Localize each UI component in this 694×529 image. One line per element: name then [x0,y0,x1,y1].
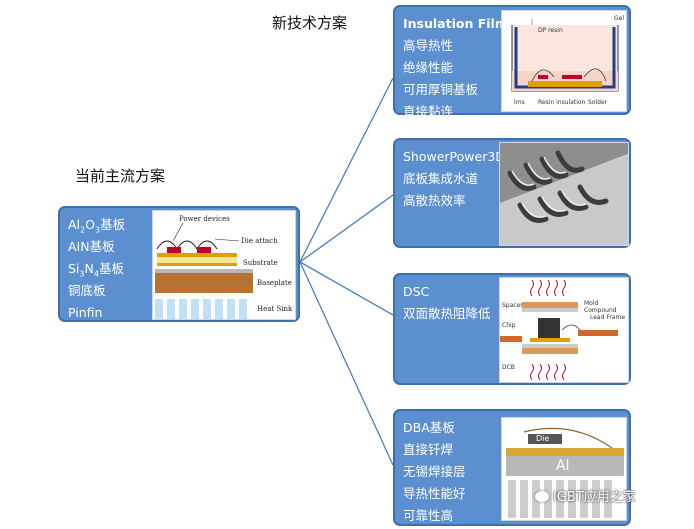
showerpower-line-1: 底板集成水道 [403,171,479,186]
label-lead-frame: Lead Frame [590,314,626,321]
dba-lines: DBA基板 直接钎焊 无锡焊接层 导热性能好 可靠性高 [403,417,466,527]
label-spacer: Spacer [502,302,523,309]
label-power-devices: Power devices [179,215,230,223]
insulation-line-2: 绝缘性能 [403,60,454,75]
new-tech-heading: 新技术方案 [272,14,348,32]
label-dcb: DCB [502,364,515,371]
dba-title: DBA基板 [403,420,455,435]
label-chip: Chip [502,322,516,329]
watermark-text: IGBT应用之家 [553,490,636,505]
current-heading: 当前主流方案 [75,167,166,185]
dba-diagram: Die Al [501,417,627,521]
label-mold-compound: Mold Compound [584,300,617,314]
dba-line-2: 无锡焊接层 [403,464,466,479]
dba-line-3: 导热性能好 [403,486,466,501]
copper-baseplate-label: 铜底板 [68,283,106,298]
dsc-card: DSC 双面散热阻降低 Spacer Chip DCB Mold Compoun… [393,273,631,385]
al2o3-label: Al2O3基板 [68,217,126,235]
dba-line-1: 直接钎焊 [403,442,454,457]
label-resin-insulation: Resin insulation [538,99,586,106]
label-baseplate: Baseplate [257,279,292,287]
showerpower-line-2: 高散热效率 [403,193,466,208]
label-al: Al [556,458,570,474]
dba-card: DBA基板 直接钎焊 无锡焊接层 导热性能好 可靠性高 Die Al [393,409,631,526]
label-die: Die [536,434,550,443]
label-substrate: Substrate [243,259,278,267]
watermark: IGBT应用之家 [535,486,636,505]
insulation-film-title: Insulation Film [403,16,508,31]
showerpower-photo [499,142,629,246]
label-ims: Ims [514,99,525,106]
module-stack-diagram: Power devices Die attach Substrate Basep… [152,210,296,320]
insulation-film-card: Insulation Film 高导热性 绝缘性能 可用厚铜基板 直接黏连 DP… [393,5,631,119]
si3n4-label: Si3N4基板 [68,261,124,279]
dsc-lines: DSC 双面散热阻降低 [403,281,491,325]
current-solution-card: Al2O3基板 AIN基板 Si3N4基板 铜底板 Pinfin Power d… [58,206,300,322]
label-dp-resin: DP resin [538,27,563,34]
current-solution-lines: Al2O3基板 AIN基板 Si3N4基板 铜底板 Pinfin [68,214,125,324]
connector-dsc [299,261,394,316]
connector-insulation [299,77,394,263]
showerpower-card: ShowerPower3D 底板集成水道 高散热效率 [393,138,631,248]
showerpower-title: ShowerPower3D [403,149,505,164]
pinfin-label: Pinfin [68,305,103,320]
insulation-film-diagram: DP resin Gel Ims Resin insulation Solder [501,10,627,112]
insulation-line-4: 直接黏连 [403,104,454,119]
dsc-title: DSC [403,284,430,299]
dsc-diagram: Spacer Chip DCB Mold Compound Lead Frame [499,277,629,383]
wechat-icon [535,491,549,502]
insulation-film-lines: Insulation Film 高导热性 绝缘性能 可用厚铜基板 直接黏连 [403,13,508,123]
label-die-attach: Die attach [241,237,278,245]
label-heat-sink: Heat Sink [257,305,293,313]
label-solder: Solder [588,99,608,106]
label-gel: Gel [614,15,625,22]
dsc-line-1: 双面散热阻降低 [403,306,491,321]
dba-line-4: 可靠性高 [403,508,454,523]
insulation-line-3: 可用厚铜基板 [403,82,479,97]
connector-shower [299,194,394,263]
insulation-line-1: 高导热性 [403,38,454,53]
showerpower-lines: ShowerPower3D 底板集成水道 高散热效率 [403,146,505,212]
ain-label: AIN基板 [68,239,115,254]
connector-dba [299,261,394,466]
